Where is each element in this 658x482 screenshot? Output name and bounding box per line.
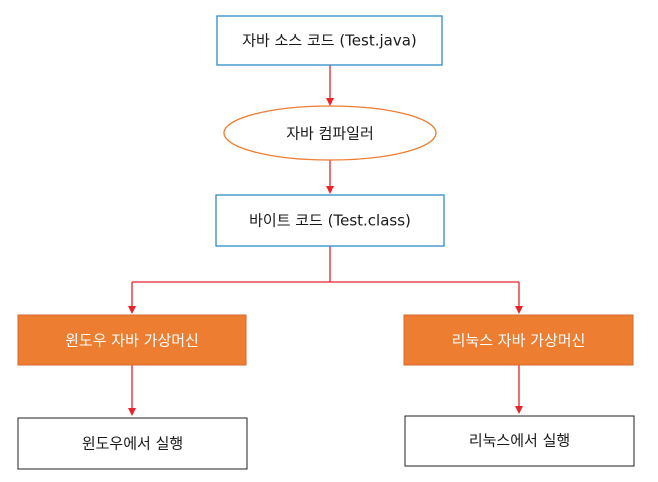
arrowhead	[515, 306, 523, 314]
node-java-source-label: 자바 소스 코드 (Test.java)	[242, 32, 417, 50]
node-java-source: 자바 소스 코드 (Test.java)	[216, 15, 443, 66]
node-java-compiler-ellipse	[223, 105, 437, 161]
arrowhead	[515, 406, 523, 414]
node-windows-run-label: 윈도우에서 실행	[82, 435, 183, 453]
arrowhead	[128, 408, 136, 416]
node-windows-vm-label: 윈도우 자바 가상머신	[65, 332, 199, 350]
node-bytecode-label: 바이트 코드 (Test.class)	[249, 212, 411, 230]
node-java-compiler-label: 자바 컴파일러	[286, 125, 374, 143]
node-linux-run-box	[404, 415, 635, 467]
arrowhead	[326, 98, 334, 106]
node-bytecode: 바이트 코드 (Test.class)	[215, 194, 445, 247]
node-java-compiler: 자바 컴파일러	[223, 105, 437, 161]
node-linux-vm-label: 리눅스 자바 가상머신	[452, 332, 586, 350]
node-linux-run-label: 리눅스에서 실행	[469, 432, 570, 450]
node-windows-run: 윈도우에서 실행	[17, 417, 248, 470]
node-linux-run: 리눅스에서 실행	[404, 415, 635, 467]
edges	[128, 65, 523, 416]
arrowhead	[128, 306, 136, 314]
node-windows-vm: 윈도우 자바 가상머신	[17, 314, 247, 366]
arrowhead	[326, 186, 334, 194]
node-linux-vm-box	[403, 314, 634, 366]
node-java-source-box	[216, 15, 443, 66]
node-bytecode-box	[215, 194, 445, 247]
node-linux-vm: 리눅스 자바 가상머신	[403, 314, 634, 366]
node-windows-run-box	[17, 417, 248, 470]
node-windows-vm-box	[17, 314, 247, 366]
